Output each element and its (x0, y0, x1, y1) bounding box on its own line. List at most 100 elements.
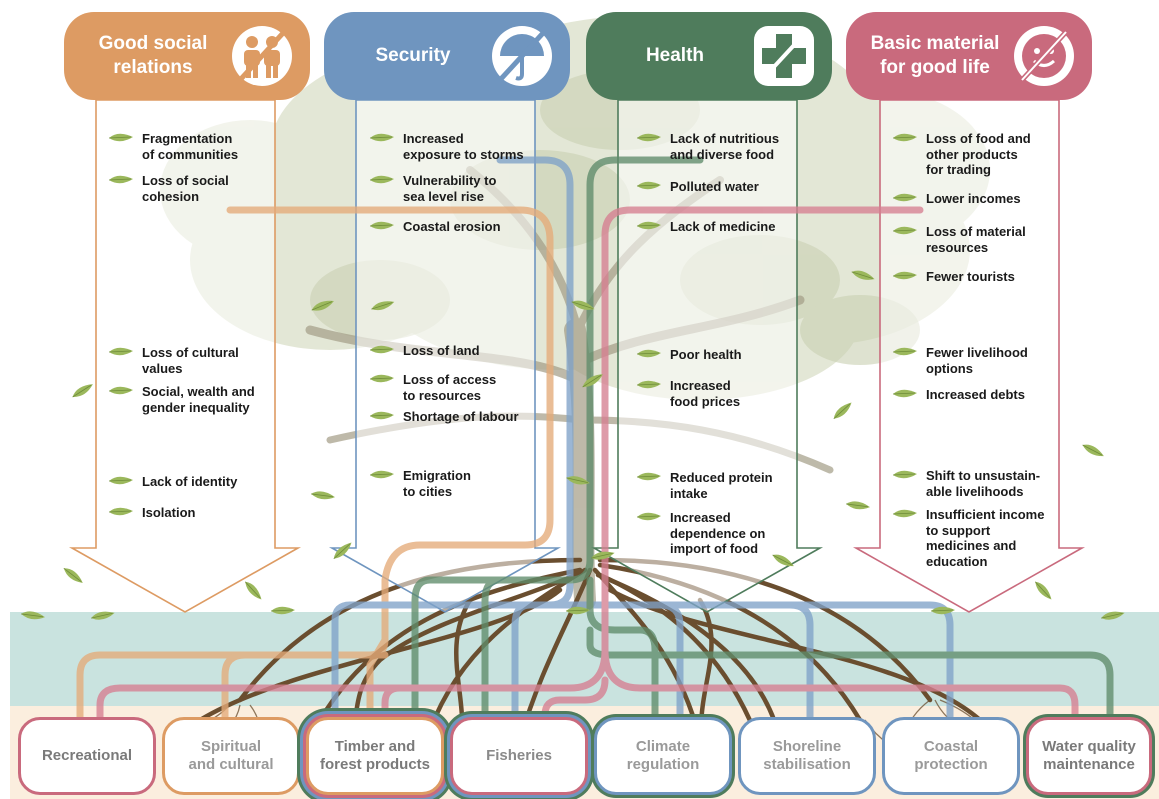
impact-item-social: Loss of cultural values (142, 345, 239, 376)
leaf-icon (369, 411, 394, 420)
service-box: Fisheries (450, 717, 588, 795)
impact-arrows (68, 99, 1086, 613)
impact-item-material: Loss of food and other products for trad… (926, 131, 1031, 177)
service-box: Recreational (18, 717, 156, 795)
impact-item-security: Loss of land (403, 343, 480, 358)
impact-item-material: Insufficient income to support medicines… (926, 507, 1045, 569)
umbrella-icon (492, 26, 552, 86)
falling-leaf-icon (311, 300, 334, 311)
leaf-icon (108, 507, 133, 516)
impact-item-material: Loss of material resources (926, 224, 1026, 255)
falling-leaf-icon (846, 501, 870, 510)
impact-item-security: Shortage of labour (403, 409, 519, 424)
connector-lines (76, 156, 1114, 724)
leaf-icon (892, 133, 917, 142)
impact-item-social: Isolation (142, 505, 196, 520)
falling-leaf-icon (566, 476, 590, 485)
leaf-icon (636, 349, 661, 358)
service-box: Coastal protection (882, 717, 1020, 795)
falling-leaf-icon (72, 384, 93, 398)
leaf-icon (892, 226, 917, 235)
falling-leaf-icon (91, 611, 115, 620)
leaf-icon (108, 175, 133, 184)
falling-leaf-icon (851, 270, 875, 280)
impact-item-security: Vulnerability to sea level rise (403, 173, 497, 204)
header-health: Health (586, 12, 832, 100)
leaf-icon (892, 193, 917, 202)
leaf-icon (108, 347, 133, 356)
impact-item-material: Fewer tourists (926, 269, 1015, 284)
falling-leaf-icon (833, 402, 852, 420)
impact-item-material: Lower incomes (926, 191, 1021, 206)
header-title: Good social relations (98, 33, 208, 78)
leaf-icon (892, 347, 917, 356)
service-box: Climate regulation (594, 717, 732, 795)
header-material: Basic material for good life (846, 12, 1092, 100)
falling-leaf-icon (772, 554, 794, 567)
leaf-icon (892, 271, 917, 280)
impact-item-health: Poor health (670, 347, 742, 362)
impact-item-health: Lack of medicine (670, 219, 776, 234)
impact-item-health: Increased dependence on import of food (670, 510, 766, 556)
impact-item-social: Loss of social cohesion (142, 173, 229, 204)
impact-item-social: Fragmentation of communities (142, 131, 239, 162)
impact-item-security: Coastal erosion (403, 219, 501, 234)
impact-item-security: Loss of access to resources (403, 372, 497, 403)
leaf-icon (892, 509, 917, 518)
impact-item-security: Emigration to cities (403, 468, 471, 499)
falling-leaf-icon (1082, 444, 1104, 457)
impact-item-health: Lack of nutritious and diverse food (670, 131, 780, 162)
water-band (10, 612, 1159, 710)
service-box: Spiritual and cultural (162, 717, 300, 795)
leaf-icon (108, 386, 133, 395)
header-security: Security (324, 12, 570, 100)
impact-item-health: Polluted water (670, 179, 759, 194)
people-icon (232, 26, 292, 86)
leaf-icon (636, 133, 661, 142)
falling-leaf-icon (270, 606, 295, 615)
falling-leaf-icon (1101, 611, 1125, 620)
leaf-icon (369, 470, 394, 479)
falling-leaf-icon (311, 491, 335, 500)
leaf-icon (108, 133, 133, 142)
falling-leaf-icon (63, 567, 83, 583)
falling-leaf-icon (565, 606, 590, 615)
leaf-icon (369, 374, 394, 383)
leaf-icon (892, 389, 917, 398)
service-box: Water quality maintenance (1026, 717, 1152, 795)
service-box: Timber and forest products (306, 717, 444, 795)
impact-item-material: Increased debts (926, 387, 1025, 402)
leaf-icon (636, 512, 661, 521)
falling-leaf-icon (21, 611, 45, 620)
falling-leaf-icon (333, 542, 352, 560)
impact-item-material: Shift to unsustain- able livelihoods (926, 468, 1041, 499)
falling-leaf-icon (571, 300, 595, 310)
leaf-icon (369, 221, 394, 230)
leaf-icon (369, 175, 394, 184)
impact-item-security: Increased exposure to storms (403, 131, 524, 162)
impact-item-health: Reduced protein intake (670, 470, 773, 501)
leaf-icon (636, 221, 661, 230)
service-box: Shoreline stabilisation (738, 717, 876, 795)
impact-item-material: Fewer livelihood options (926, 345, 1028, 376)
falling-leaf-icon (582, 374, 603, 388)
falling-leaf-icon (930, 606, 955, 615)
falling-leaf-icon (1034, 581, 1052, 600)
falling-leaf-icon (371, 301, 395, 311)
leaf-icon (636, 472, 661, 481)
header-social: Good social relations (64, 12, 310, 100)
impact-item-health: Increased food prices (670, 378, 741, 409)
header-title: Health (645, 45, 705, 66)
impact-item-social: Lack of identity (142, 474, 238, 489)
falling-leaf-icon (591, 551, 615, 560)
header-title: Security (375, 45, 451, 66)
impact-item-social: Social, wealth and gender inequality (142, 384, 255, 415)
leaf-icon (636, 181, 661, 190)
header-title: Basic material for good life (870, 33, 1000, 78)
leaf-icon (108, 476, 133, 485)
falling-leaf-icon (244, 581, 262, 600)
leaf-icon (636, 380, 661, 389)
smiley-icon (1014, 26, 1074, 86)
cross-icon (754, 26, 814, 86)
